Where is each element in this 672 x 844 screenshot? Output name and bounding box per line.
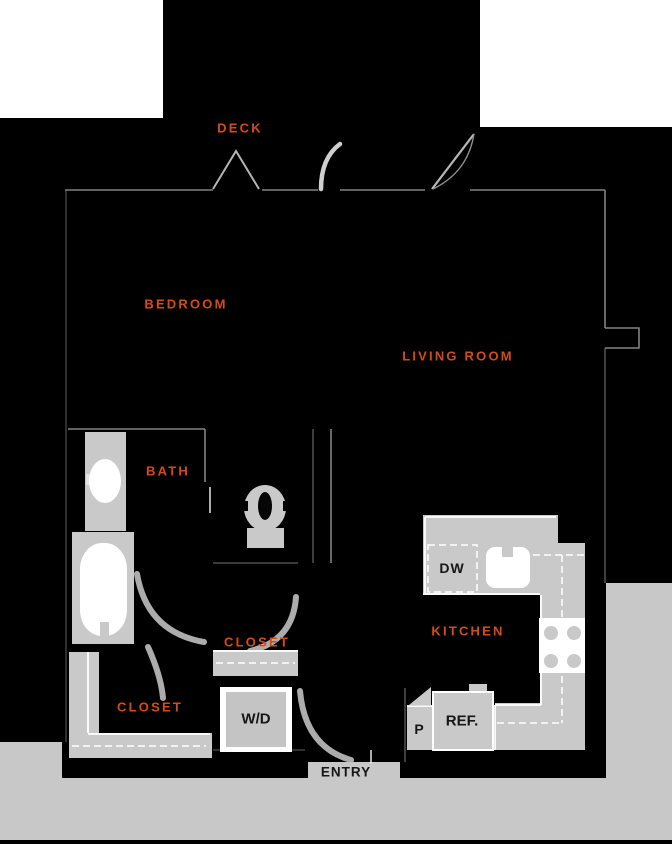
dishwasher-outline <box>427 544 478 593</box>
washer-dryer-fixture <box>220 687 292 752</box>
exterior-areas <box>0 0 672 127</box>
vanity-sink-fixture <box>85 432 126 531</box>
closet-door-arc <box>145 644 166 701</box>
toilet-fixture <box>244 485 287 548</box>
door-swing-arcs <box>134 571 354 763</box>
room-label-hall-closet: CLOSET <box>224 634 290 650</box>
room-label-bath: BATH <box>146 463 190 479</box>
refrigerator-label: REF. <box>445 712 479 730</box>
room-label-living-room: LIVING ROOM <box>402 348 514 364</box>
entry-label: ENTRY <box>320 764 372 780</box>
room-label-bedroom: BEDROOM <box>144 296 228 312</box>
entry-door-arc <box>297 688 354 763</box>
pantry-fixture <box>407 687 432 750</box>
kitchen-sink-fixture <box>486 539 530 588</box>
deck-door-living-icon <box>431 133 475 190</box>
wall-lines <box>65 189 640 763</box>
room-label-deck: DECK <box>217 120 263 136</box>
washer-dryer-label: W/D <box>241 710 271 728</box>
room-label-kitchen: KITCHEN <box>431 623 505 639</box>
dishwasher-label: DW <box>439 560 465 576</box>
refrigerator-fixture <box>432 684 494 751</box>
stove-fixture <box>539 618 585 673</box>
corridor-areas <box>0 583 672 840</box>
deck-door-bedroom-icon <box>212 141 343 192</box>
entry-closet-shelf <box>69 652 212 758</box>
bathtub-fixture <box>72 532 134 644</box>
hall-closet-shelf <box>213 650 298 676</box>
bath-door-arc <box>134 571 207 645</box>
pantry-label: P <box>414 721 424 737</box>
room-label-entry-closet: CLOSET <box>117 699 183 715</box>
hall-closet-door-arc <box>247 594 299 654</box>
